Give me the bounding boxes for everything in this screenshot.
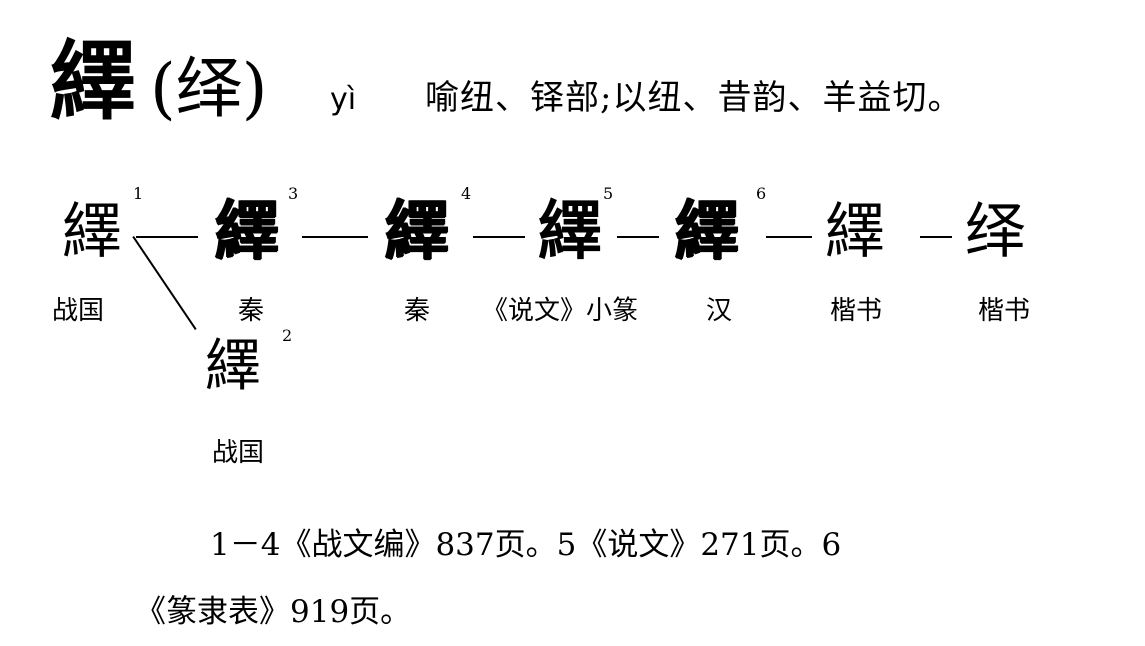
connector-line <box>302 236 368 238</box>
connector-line <box>617 236 659 238</box>
glyph-6: 繹 <box>675 194 739 269</box>
era-label-6: 汉 <box>706 296 733 326</box>
source-note-line-1: 1－4《战文编》837页。5《说文》271页。6 <box>210 527 842 563</box>
era-label-3: 秦 <box>238 296 265 326</box>
glyph-index-6: 6 <box>756 184 767 203</box>
connector-line <box>136 236 198 238</box>
era-label-kaishu-1: 楷书 <box>830 296 883 326</box>
glyph-3: 繹 <box>215 194 279 269</box>
glyph-4: 繹 <box>385 194 449 269</box>
glyph-kaishu-traditional: 繹 <box>825 197 885 267</box>
connector-line <box>473 236 525 238</box>
glyph-index-3: 3 <box>288 184 299 203</box>
era-label-5: 《说文》小篆 <box>482 296 639 326</box>
glyph-index-5: 5 <box>603 184 614 203</box>
simplified-form: (绎) <box>150 50 268 127</box>
era-label-2: 战国 <box>212 438 265 468</box>
glyph-1: 繹 <box>62 197 122 267</box>
glyph-2: 繹 <box>205 334 261 399</box>
phonology-note: 喻纽、铎部;以纽、昔韵、羊益切。 <box>425 78 963 118</box>
connector-line <box>766 236 812 238</box>
glyph-index-1: 1 <box>133 184 144 203</box>
era-label-4: 秦 <box>404 296 431 326</box>
pinyin: yì <box>330 82 357 117</box>
source-note-line-2: 《篆隶表》919页。 <box>135 594 412 630</box>
era-label-1: 战国 <box>52 296 105 326</box>
glyph-5: 繹 <box>538 194 602 269</box>
glyph-kaishu-simplified: 绎 <box>965 197 1025 267</box>
glyph-index-4: 4 <box>461 184 472 203</box>
headword-character: 繹 <box>50 31 136 132</box>
glyph-index-2: 2 <box>282 326 293 345</box>
era-label-kaishu-2: 楷书 <box>978 296 1031 326</box>
connector-line <box>920 236 952 238</box>
branch-connector-line <box>132 236 197 330</box>
